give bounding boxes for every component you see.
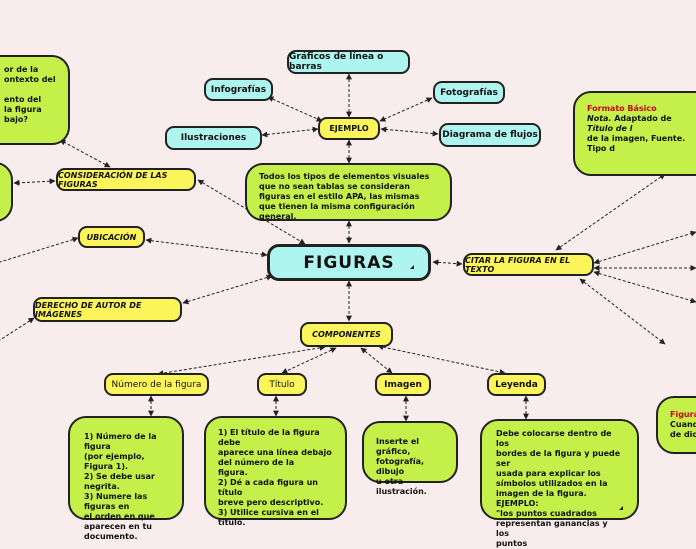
central-label: FIGURAS <box>303 252 395 273</box>
formato-line1: Nota. Adaptado de Título de l <box>587 114 672 133</box>
component-imagen-detail[interactable]: Inserte el gráfico, fotografía, dibujo u… <box>362 421 458 496</box>
component-leyenda[interactable]: Leyenda <box>487 373 546 396</box>
ejemplo-child-diagrama[interactable]: Diagrama de flujos <box>439 123 541 147</box>
componentes-node[interactable]: COMPONENTES <box>300 322 393 347</box>
component-titulo-detail[interactable]: 1) El título de la figura debe aparece u… <box>204 416 347 527</box>
expand-icon <box>619 506 623 510</box>
derecho-node[interactable]: DERECHO DE AUTOR DE IMÁGENES <box>33 297 182 322</box>
component-imagen[interactable]: Imagen <box>375 373 431 396</box>
connector-lines <box>0 73 696 422</box>
ejemplo-label: EJEMPLO <box>329 124 369 133</box>
component-numero-detail[interactable]: 1) Número de la figura (por ejemplo, Fig… <box>68 416 184 541</box>
ejemplo-child-graficos[interactable]: Gráficos de línea o barras <box>287 50 410 74</box>
central-node[interactable]: FIGURAS <box>267 244 431 281</box>
component-numero[interactable]: Número de la figura <box>104 373 209 396</box>
figura-box[interactable]: Figura Cuand de dic <box>656 396 696 454</box>
component-titulo[interactable]: Título <box>257 373 307 396</box>
definition-box[interactable]: Todos los tipos de elementos visuales qu… <box>245 163 452 221</box>
ejemplo-child-ilustraciones[interactable]: Ilustraciones <box>165 126 262 150</box>
citar-node[interactable]: CITAR LA FIGURA EN EL TEXTO <box>463 253 594 276</box>
ejemplo-child-infografias[interactable]: Infografías <box>204 78 273 101</box>
expand-icon <box>410 265 414 269</box>
formato-basico-box[interactable]: Formato Básico Nota. Adaptado de Título … <box>573 91 696 176</box>
left-partial-box[interactable]: or de la ontexto del ento del la figura … <box>0 55 70 145</box>
ejemplo-child-fotografias[interactable]: Fotografías <box>433 81 505 104</box>
consideracion-node[interactable]: CONSIDERACIÓN DE LAS FIGURAS <box>56 168 196 191</box>
ubicacion-node[interactable]: UBICACIÓN <box>78 226 145 248</box>
definition-text: Todos los tipos de elementos visuales qu… <box>259 172 430 221</box>
ejemplo-node[interactable]: EJEMPLO <box>318 117 380 140</box>
formato-title: Formato Básico <box>587 104 657 113</box>
formato-line2: de la imagen, Fuente. Tipo d <box>587 134 686 153</box>
component-leyenda-detail[interactable]: Debe colocarse dentro de los bordes de l… <box>480 419 639 548</box>
